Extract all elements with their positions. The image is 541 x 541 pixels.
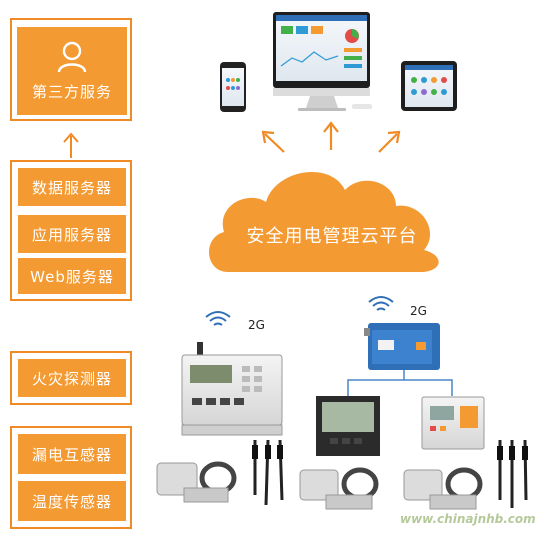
wifi-icon [368, 296, 394, 311]
server-item-web[interactable]: Web服务器 [18, 258, 126, 294]
cloud-platform-label: 安全用电管理云平台 [246, 226, 418, 247]
sensor-group-middle [299, 467, 379, 510]
fire-detector-box[interactable]: 火灾探测器 [18, 359, 126, 397]
sensor-group-right [403, 439, 528, 510]
server-label-app: 应用服务器 [31, 225, 112, 244]
fire-detector-label: 火灾探测器 [31, 369, 112, 388]
server-label-web: Web服务器 [30, 267, 114, 286]
din-module [421, 396, 485, 450]
sensor-label-temperature: 温度传感器 [31, 492, 112, 511]
third-party-box[interactable]: 第三方服务 [17, 27, 127, 115]
connection-lines [347, 370, 453, 396]
sensor-item-leakage[interactable]: 漏电互感器 [18, 434, 126, 474]
server-item-app[interactable]: 应用服务器 [18, 215, 126, 253]
cloud-shape [209, 172, 439, 272]
server-item-data[interactable]: 数据服务器 [18, 168, 126, 206]
wifi-icon [205, 311, 231, 326]
monitor-device [273, 12, 372, 111]
sensor-item-temperature[interactable]: 温度传感器 [18, 481, 126, 521]
server-label-data: 数据服务器 [31, 178, 112, 197]
sensor-label-leakage: 漏电互感器 [31, 445, 112, 464]
signal-label-left: 2G [248, 318, 265, 332]
tablet-device [401, 61, 457, 111]
signal-label-right: 2G [410, 304, 427, 318]
dtu-device-left [181, 342, 283, 436]
third-party-label: 第三方服务 [31, 82, 112, 101]
gateway-device [364, 323, 440, 370]
power-meter [316, 396, 380, 456]
arrow-up-icon [63, 132, 79, 158]
cloud-up-arrows [261, 121, 401, 153]
phone-device [220, 62, 246, 112]
sensor-group-left [156, 439, 284, 506]
user-icon [57, 41, 87, 72]
watermark: www.chinajnhb.com [400, 512, 536, 526]
